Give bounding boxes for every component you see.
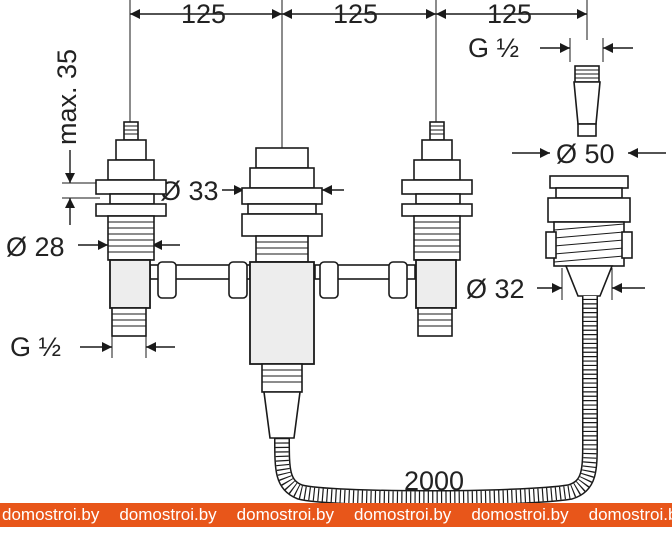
- watermark-bar: domostroi.by domostroi.by domostroi.by d…: [0, 503, 672, 527]
- dim-diameter-handle: Ø 28: [6, 232, 65, 262]
- watermark-text: domostroi.by: [471, 505, 569, 524]
- spout-unit: [545, 65, 633, 297]
- dim-diameter-hole: Ø 32: [466, 274, 525, 304]
- dimension-lines: [62, 0, 666, 358]
- dim-spacing-2: 125: [333, 0, 378, 29]
- watermark-text: domostroi.by: [353, 505, 452, 524]
- dim-thread-inlet: G ½: [10, 332, 61, 362]
- dim-diameter-valve-top: Ø 33: [160, 176, 219, 206]
- dim-max-height: max. 35: [52, 49, 82, 145]
- watermark-text: domostroi.by: [588, 505, 672, 524]
- cross-pipes: [149, 261, 416, 299]
- watermark-text: domostroi.by: [236, 505, 334, 524]
- left-valve: [95, 121, 167, 337]
- dimension-labels: 125 125 125 G ½ max. 35 Ø 33 Ø 50 Ø 28 Ø…: [6, 0, 615, 496]
- watermark-text: domostroi.by: [119, 505, 217, 524]
- flex-hose: [274, 296, 598, 506]
- dim-diameter-spout: Ø 50: [556, 139, 615, 169]
- dim-thread-spout: G ½: [468, 33, 519, 63]
- watermark-text: domostroi.by: [2, 505, 100, 524]
- right-valve: [401, 121, 473, 337]
- center-diverter: [241, 147, 323, 439]
- dim-spacing-1: 125: [181, 0, 226, 29]
- dim-spacing-3: 125: [487, 0, 532, 29]
